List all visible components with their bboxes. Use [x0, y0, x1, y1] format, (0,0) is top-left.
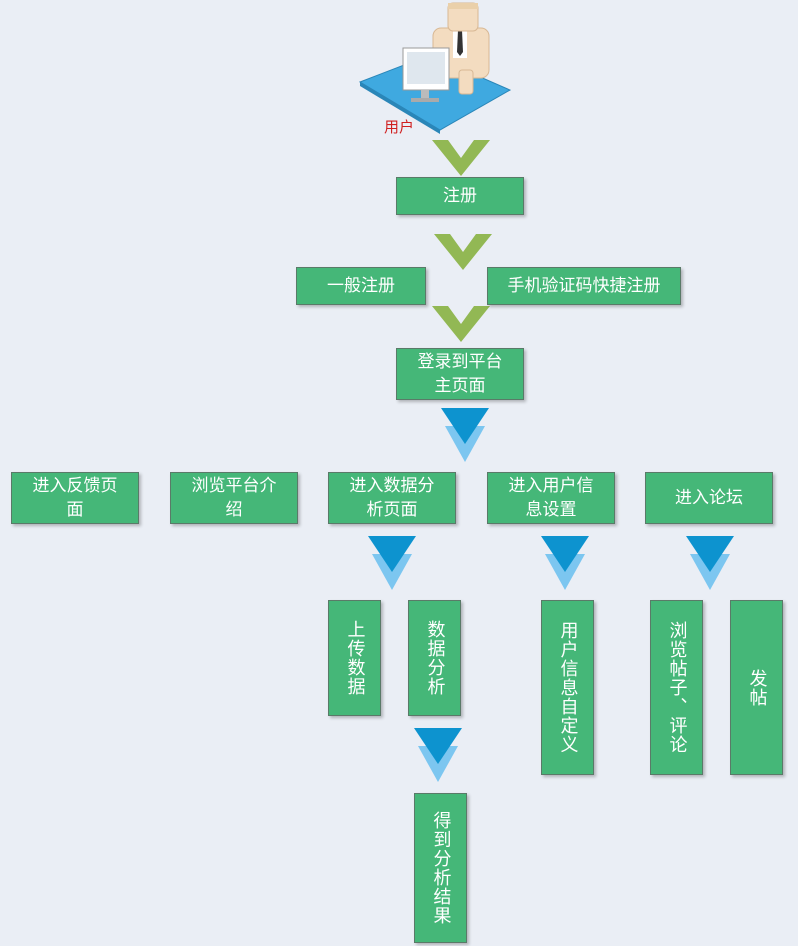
feedback-box: 进入反馈页 面	[11, 472, 139, 524]
user-label: 用户	[384, 118, 415, 136]
arrow-down-icon	[414, 728, 462, 782]
login-box: 登录到平台 主页面	[396, 348, 524, 400]
results-box: 得到分析结果	[414, 793, 467, 943]
arrow-down-icon	[434, 234, 492, 270]
post-box: 发帖	[730, 600, 783, 775]
upload-box: 上传数据	[328, 600, 381, 716]
login-label: 登录到平台 主页面	[417, 352, 503, 396]
forum-label: 进入论坛	[675, 488, 743, 508]
user-info-settings-label: 进入用户信 息设置	[508, 476, 594, 520]
browse-reply-box: 浏览帖子、评论	[650, 600, 703, 775]
phone-register-label: 手机验证码快捷注册	[507, 276, 661, 296]
phone-register-box: 手机验证码快捷注册	[487, 267, 681, 305]
arrow-down-icon	[368, 536, 416, 590]
user-info-settings-box: 进入用户信 息设置	[487, 472, 615, 524]
arrow-down-icon	[441, 408, 489, 462]
data-analysis-page-box: 进入数据分 析页面	[328, 472, 456, 524]
general-register-box: 一般注册	[296, 267, 426, 305]
general-register-label: 一般注册	[327, 276, 395, 296]
intro-box: 浏览平台介 绍	[170, 472, 298, 524]
user-computer-illustration	[358, 2, 512, 134]
register-label: 注册	[443, 186, 477, 206]
browse-reply-label: 浏览帖子、评论	[666, 621, 688, 754]
feedback-label: 进入反馈页 面	[32, 476, 118, 520]
arrow-down-icon	[541, 536, 589, 590]
customize-box: 用户信息自定义	[541, 600, 594, 775]
arrow-down-icon	[432, 140, 490, 176]
intro-label: 浏览平台介 绍	[191, 476, 277, 520]
data-analysis-page-label: 进入数据分 析页面	[349, 476, 435, 520]
register-box: 注册	[396, 177, 524, 215]
upload-label: 上传数据	[344, 620, 366, 696]
post-label: 发帖	[746, 668, 768, 707]
forum-box: 进入论坛	[645, 472, 773, 524]
analyze-box: 数据分析	[408, 600, 461, 716]
arrow-down-icon	[432, 306, 490, 342]
analyze-label: 数据分析	[424, 620, 446, 696]
arrow-down-icon	[686, 536, 734, 590]
results-label: 得到分析结果	[430, 811, 452, 925]
customize-label: 用户信息自定义	[557, 621, 579, 754]
